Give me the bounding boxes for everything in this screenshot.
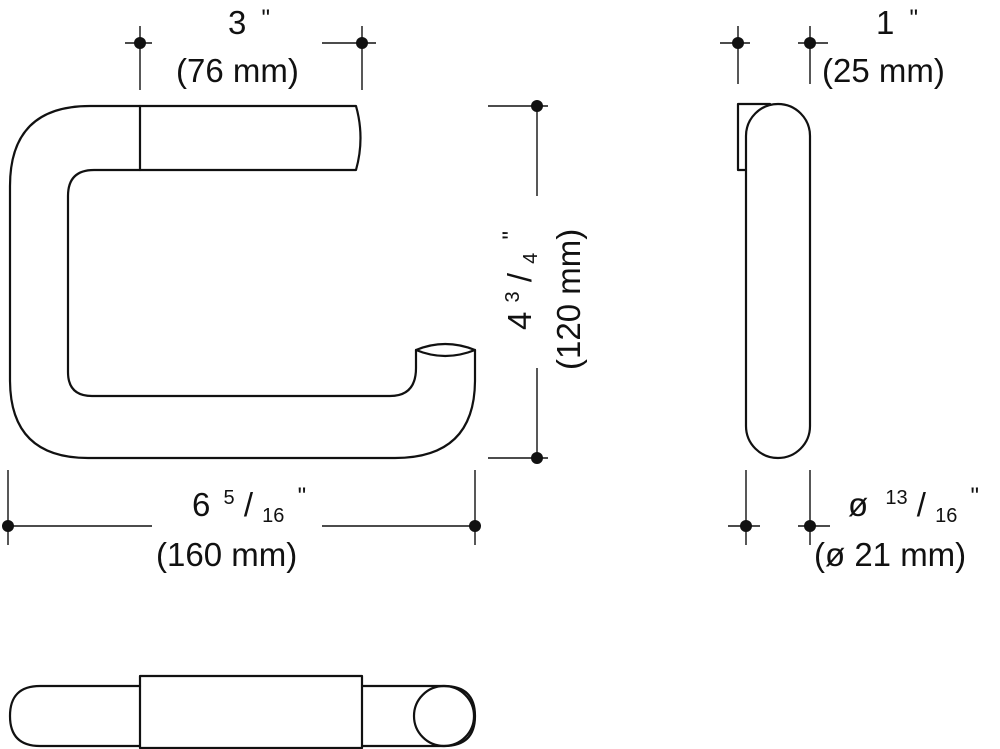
height-imperial: 4 3 / 4 "	[489, 231, 544, 330]
height-fraction-slash: /	[501, 272, 538, 282]
front-view	[8, 104, 477, 460]
overall-width-denominator: 16	[262, 505, 284, 527]
top-width-inch-mark: "	[262, 5, 271, 32]
overall-width-numerator: 5	[224, 487, 235, 509]
diameter-denominator: 16	[935, 505, 957, 527]
diameter-metric: (ø 21 mm)	[814, 536, 966, 573]
holder-outer-outline	[8, 104, 477, 460]
diameter-symbol: ø	[848, 486, 868, 523]
side-view	[736, 102, 812, 460]
top-width-metric: (76 mm)	[176, 52, 299, 89]
height-inch-mark: "	[498, 231, 525, 240]
bottom-bar-left	[8, 684, 142, 748]
dimension-top-width: 3 " (76 mm)	[125, 4, 376, 90]
dimension-height: 4 3 / 4 " (120 mm)	[488, 100, 587, 464]
depth-metric: (25 mm)	[822, 52, 945, 89]
sleeve-cover	[138, 104, 362, 172]
diameter-imperial: ø 13 / 16 "	[848, 474, 979, 529]
bottom-bar-right	[360, 684, 477, 748]
side-profile-bar	[744, 102, 812, 460]
bottom-sleeve	[138, 674, 364, 749]
overall-width-fraction-slash: /	[244, 486, 254, 523]
diameter-numerator: 13	[885, 487, 907, 509]
overall-width-metric: (160 mm)	[156, 536, 297, 573]
end-cap	[414, 348, 477, 358]
height-denominator: 4	[520, 253, 542, 264]
dimension-overall-width: 6 5 / 16 " (160 mm)	[2, 470, 481, 573]
overall-width-whole: 6	[192, 486, 210, 523]
bottom-view	[8, 674, 477, 749]
overall-width-inch-mark: "	[298, 483, 307, 510]
diameter-fraction-slash: /	[917, 486, 927, 523]
height-numerator: 3	[502, 291, 524, 302]
overall-width-imperial: 6 5 / 16 "	[192, 474, 306, 529]
height-whole: 4	[501, 312, 538, 330]
top-width-imperial: 3 "	[228, 4, 270, 41]
bottom-end-circle	[412, 684, 476, 748]
depth-inch-mark: "	[910, 5, 919, 32]
dimension-depth: 1 " (25 mm)	[720, 4, 945, 89]
height-metric: (120 mm)	[550, 229, 587, 370]
top-width-value: 3	[228, 4, 246, 41]
depth-value: 1	[876, 4, 894, 41]
wall-mount-plate	[736, 102, 772, 172]
dimension-diameter: ø 13 / 16 " (ø 21 mm)	[728, 470, 979, 573]
depth-imperial: 1 "	[876, 4, 918, 41]
diameter-inch-mark: "	[971, 483, 980, 510]
